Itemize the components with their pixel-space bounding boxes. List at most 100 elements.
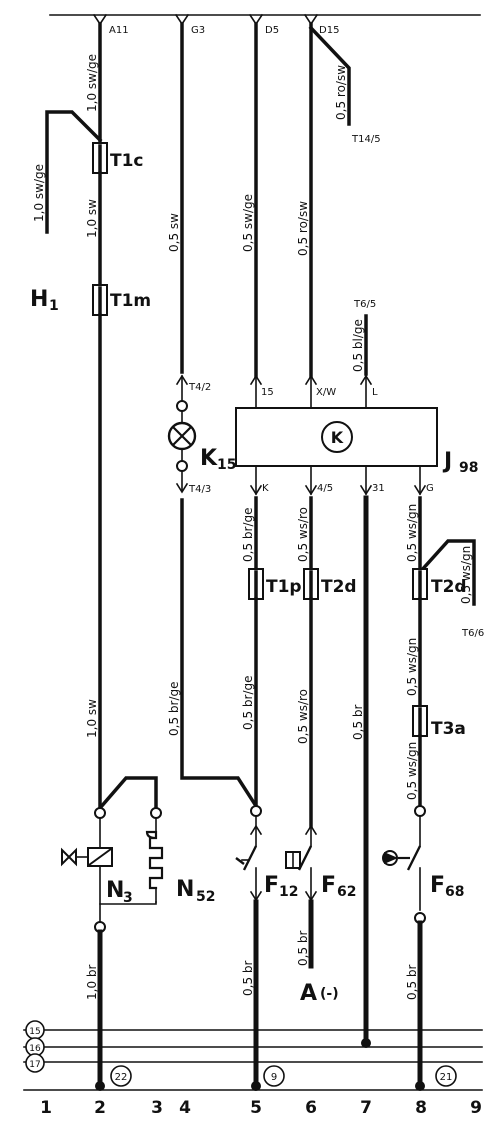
ground-label-22: 22 — [115, 1072, 128, 1083]
connector-t3a: T3a — [412, 705, 466, 739]
svg-text:A11: A11 — [109, 25, 129, 36]
pin-31: 31 — [359, 465, 385, 496]
svg-text:68: 68 — [445, 884, 464, 900]
svg-text:3: 3 — [123, 890, 133, 906]
ground-marker-21 — [435, 1065, 457, 1087]
bus-label-17: 17 — [25, 1053, 45, 1073]
svg-text:62: 62 — [337, 884, 356, 900]
svg-text:T2d: T2d — [431, 577, 467, 597]
svg-text:15: 15 — [29, 1027, 40, 1037]
svg-text:31: 31 — [372, 483, 385, 494]
ground-dot-5 — [251, 1081, 261, 1091]
svg-text:0,5 br: 0,5 br — [351, 704, 365, 740]
svg-text:D5: D5 — [265, 25, 279, 36]
svg-text:0,5 br: 0,5 br — [296, 930, 310, 966]
svg-text:T4/3: T4/3 — [188, 484, 211, 495]
column-numbers: 1 2 3 4 5 6 7 8 9 — [40, 1098, 482, 1118]
switch-f68: F 68 — [382, 815, 464, 911]
svg-text:F: F — [264, 873, 279, 898]
svg-text:0,5 br: 0,5 br — [241, 960, 255, 996]
svg-text:G: G — [426, 483, 434, 494]
connector-t4-2: T4/2 — [175, 374, 211, 402]
node-n52-top — [150, 807, 162, 819]
svg-text:N: N — [176, 877, 194, 902]
wire-k15-lower — [180, 498, 259, 809]
switch-f62: F 62 — [285, 824, 356, 902]
svg-text:1,0 sw: 1,0 sw — [85, 699, 99, 738]
valve-n3: N 3 — [61, 817, 133, 923]
svg-text:G3: G3 — [191, 25, 205, 36]
pin-l: L — [359, 374, 378, 409]
wire-h1-branch — [45, 110, 103, 234]
svg-text:0,5 br/ge: 0,5 br/ge — [241, 676, 255, 731]
svg-text:K: K — [200, 446, 218, 471]
ground-dot-8 — [415, 1081, 425, 1091]
label-t6-5: T6/5 — [353, 299, 376, 310]
pin-k: K — [249, 465, 269, 496]
svg-text:15: 15 — [217, 457, 236, 473]
svg-text:T3a: T3a — [431, 719, 466, 739]
svg-text:X/W: X/W — [316, 387, 336, 398]
pin-15: 15 — [249, 374, 274, 409]
svg-text:52: 52 — [196, 889, 215, 905]
svg-text:T1c: T1c — [110, 151, 144, 171]
control-unit-j98: K J 98 — [235, 407, 478, 476]
svg-text:6: 6 — [305, 1098, 317, 1118]
svg-text:0,5 sw/ge: 0,5 sw/ge — [241, 194, 255, 252]
svg-text:3: 3 — [151, 1098, 163, 1118]
bus-dot-7 — [361, 1038, 371, 1048]
lamp-k15: K 15 — [167, 410, 236, 473]
pin-x-w: X/W — [304, 374, 336, 409]
svg-text:0,5 bl/ge: 0,5 bl/ge — [351, 319, 365, 372]
svg-text:1,0 sw/ge: 1,0 sw/ge — [32, 164, 46, 222]
svg-text:17: 17 — [29, 1060, 40, 1070]
wire-t14-branch — [308, 25, 351, 126]
svg-text:L: L — [372, 387, 378, 398]
svg-text:98: 98 — [459, 460, 478, 476]
wire-t66-branch — [417, 539, 476, 606]
svg-text:1,0 sw: 1,0 sw — [85, 199, 99, 238]
node-n3-top — [94, 807, 106, 819]
bus-lines — [23, 1029, 483, 1091]
ground-marker-9 — [263, 1065, 285, 1087]
connector-t1m: T1m — [92, 284, 151, 316]
svg-text:N: N — [106, 878, 124, 903]
wire-n52-feed — [97, 776, 158, 811]
svg-text:T1p: T1p — [266, 577, 302, 597]
svg-text:0,5 ws/ro: 0,5 ws/ro — [296, 507, 310, 562]
svg-text:0,5 ws/ro: 0,5 ws/ro — [296, 689, 310, 744]
bus-label-15: 15 — [25, 1020, 45, 1040]
svg-text:H: H — [30, 287, 48, 312]
svg-text:1,0 br: 1,0 br — [85, 964, 99, 1000]
svg-text:16: 16 — [29, 1044, 41, 1054]
heater-n52: N 52 — [99, 817, 215, 905]
svg-text:1,0 sw/ge: 1,0 sw/ge — [85, 54, 99, 112]
svg-text:0,5 ro/sw: 0,5 ro/sw — [296, 201, 310, 256]
svg-text:4: 4 — [179, 1098, 191, 1118]
svg-text:1: 1 — [40, 1098, 52, 1118]
svg-text:0,5 ws/gn: 0,5 ws/gn — [405, 504, 419, 562]
svg-text:T1m: T1m — [110, 291, 151, 311]
pin-g: G — [413, 465, 434, 496]
svg-text:4/5: 4/5 — [317, 483, 333, 494]
svg-text:0,5 sw: 0,5 sw — [167, 213, 181, 252]
node-f68-top — [414, 805, 426, 817]
node-f12-top — [250, 805, 262, 817]
svg-text:F: F — [321, 873, 336, 898]
svg-text:0,5 br/ge: 0,5 br/ge — [167, 682, 181, 737]
svg-text:15: 15 — [261, 387, 274, 398]
svg-text:T4/2: T4/2 — [188, 382, 211, 393]
connector-t2d-left: T2d — [303, 568, 357, 600]
wire-labels: 1,0 sw/ge 1,0 sw 1,0 sw/ge 1,0 sw 1,0 br… — [32, 54, 473, 1000]
svg-text:0,5 ro/sw: 0,5 ro/sw — [334, 65, 348, 120]
connector-t2d-right: T2d — [412, 568, 467, 600]
ground-label-21: 21 — [440, 1072, 453, 1083]
svg-text:5: 5 — [250, 1098, 262, 1118]
svg-text:F: F — [430, 873, 445, 898]
svg-text:12: 12 — [279, 884, 298, 900]
svg-text:0,5 br: 0,5 br — [405, 964, 419, 1000]
node-k15-top — [176, 400, 188, 412]
component-h1: H 1 — [30, 287, 59, 314]
switch-f12: F 12 — [235, 815, 298, 902]
